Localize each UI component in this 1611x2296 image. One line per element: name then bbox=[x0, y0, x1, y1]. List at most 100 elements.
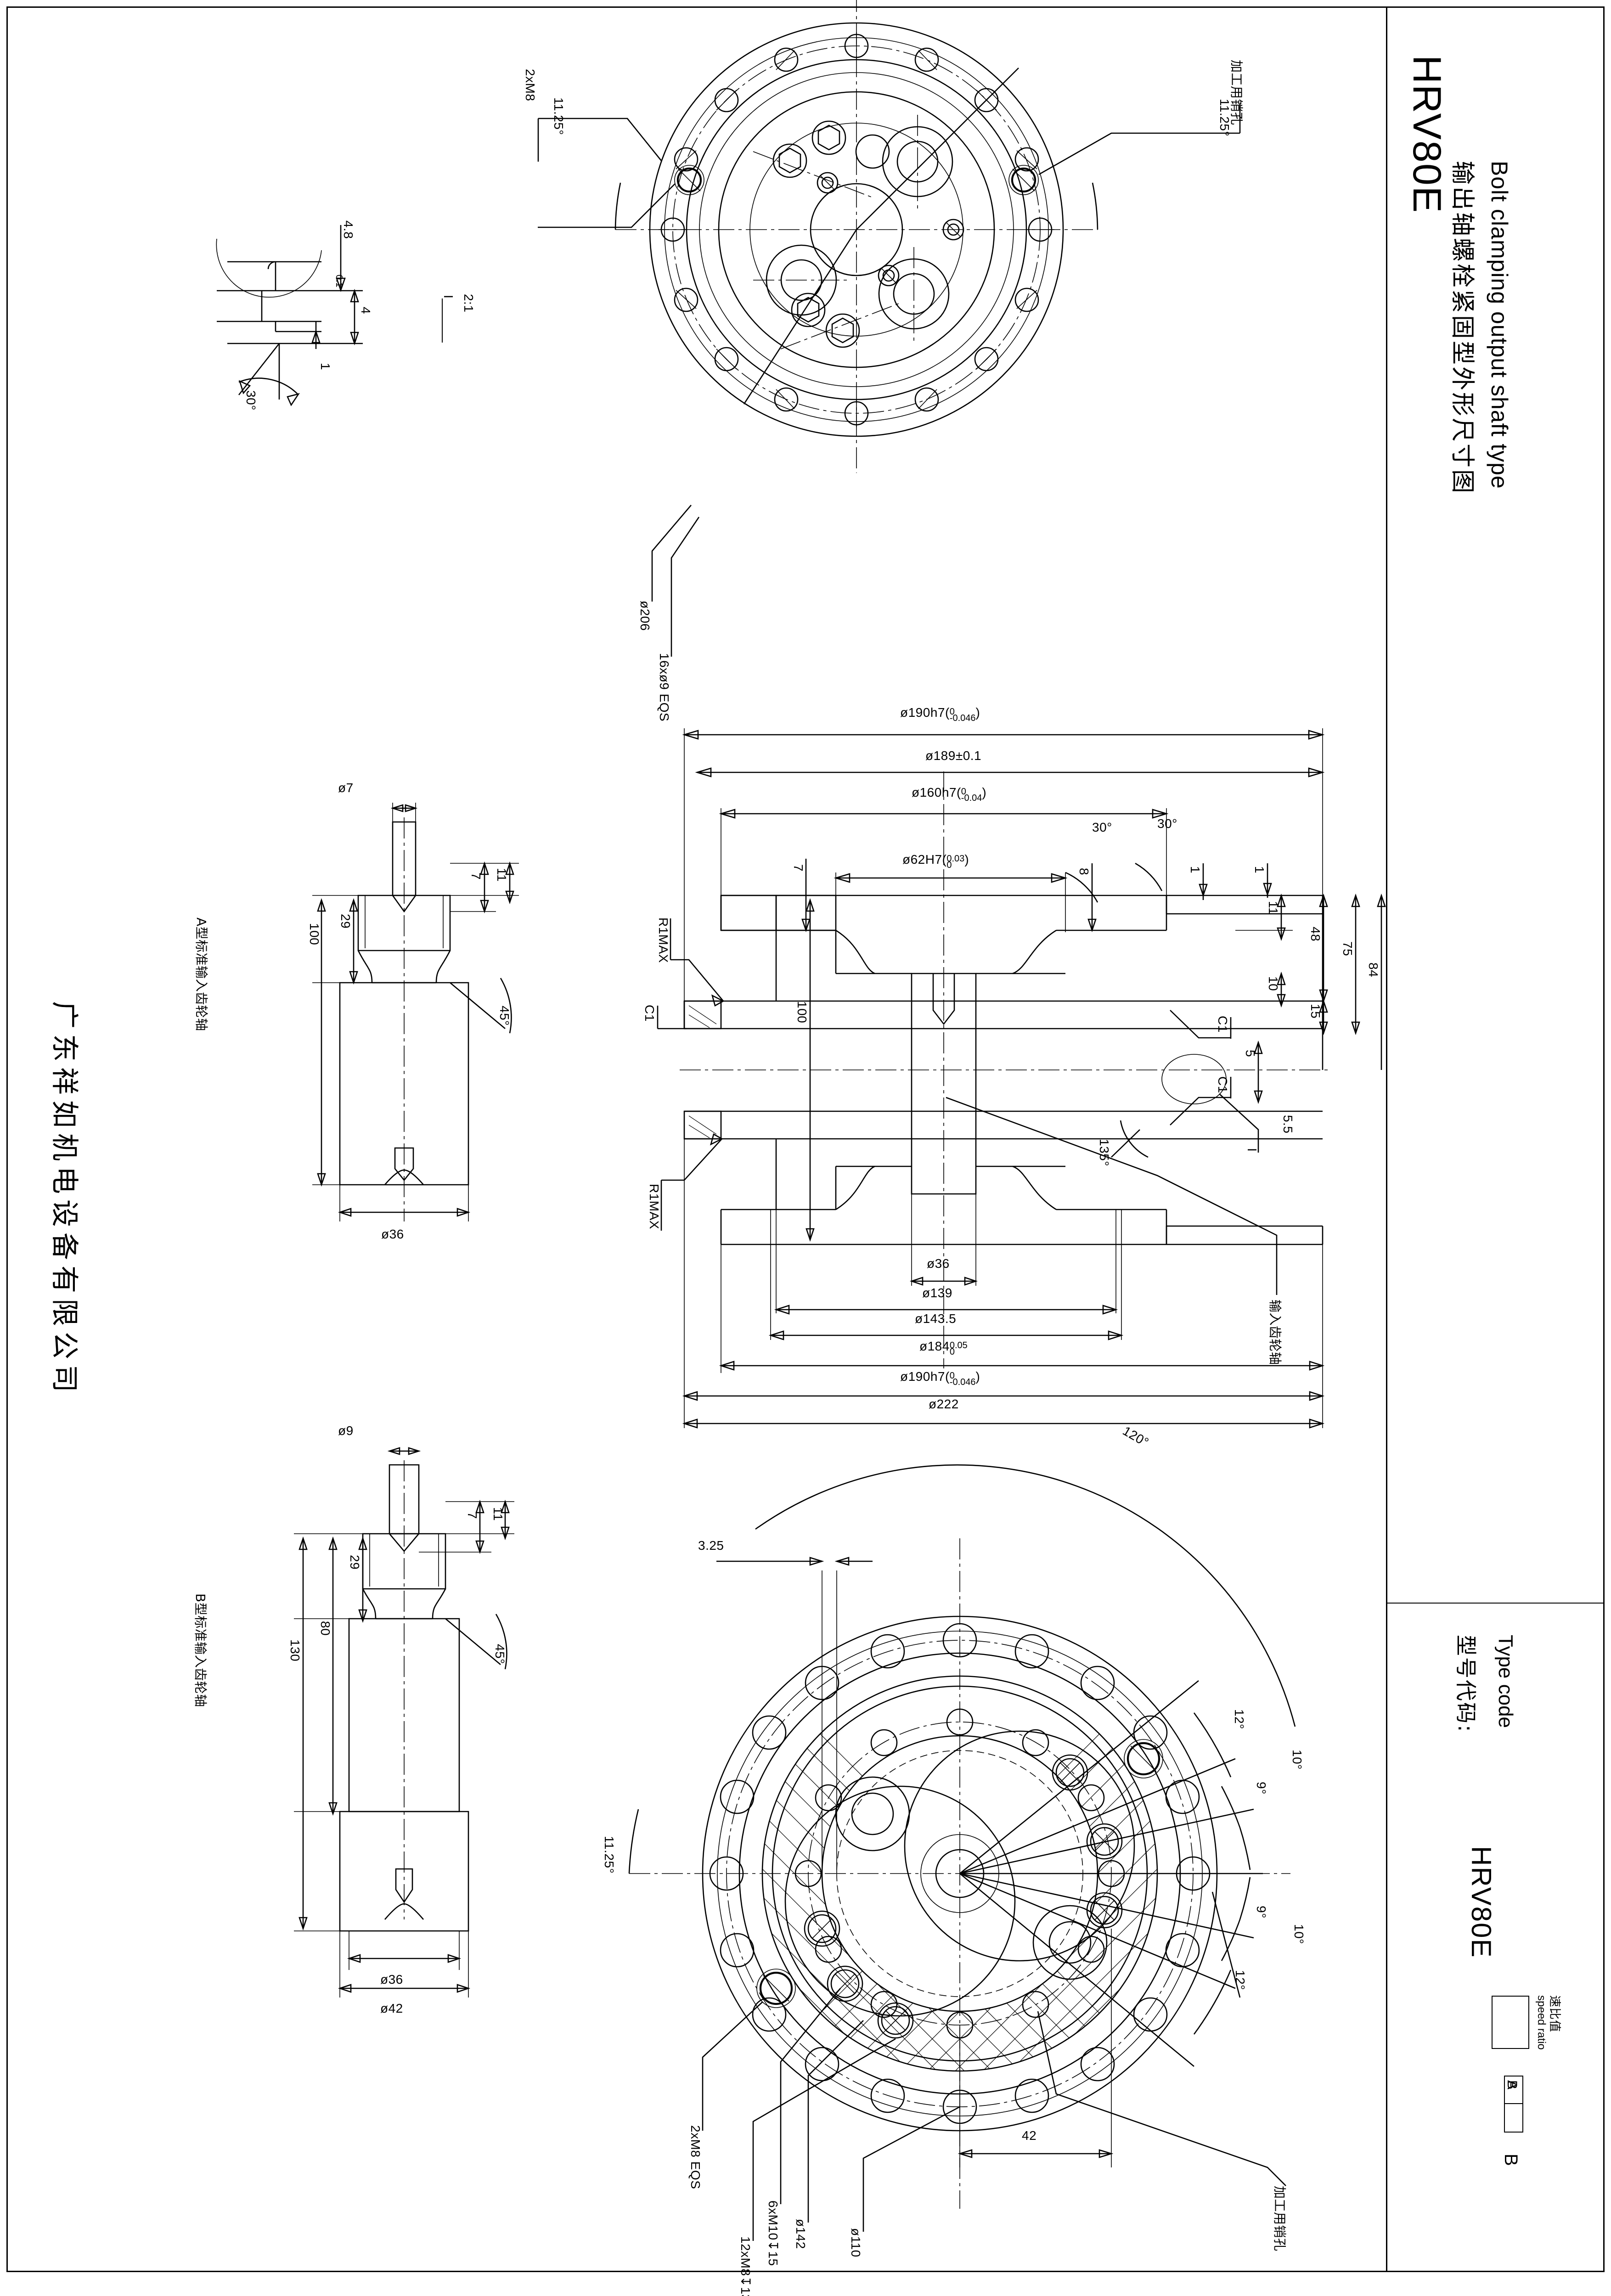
shaft-a-dim-100: 100 bbox=[307, 923, 321, 945]
shaft-b-dim-7: 7 bbox=[465, 1512, 479, 1519]
sec-dim-84: 84 bbox=[1366, 962, 1380, 978]
top-pin-hole-label: 加工用销孔 bbox=[1229, 60, 1244, 125]
sec-d160-end: ) bbox=[982, 785, 987, 799]
shaft-a-caption: A型标准输入齿轮轴 bbox=[194, 917, 209, 1031]
sec-dim-48: 48 bbox=[1308, 927, 1323, 942]
shaft-b-dia-36: ø36 bbox=[380, 1972, 403, 1986]
sec-d139: ø139 bbox=[922, 1286, 952, 1300]
shaft-b-angle-45: 45° bbox=[493, 1644, 507, 1664]
sec-detail-marker: I bbox=[1245, 1148, 1259, 1152]
sec-dim-15: 15 bbox=[1308, 1004, 1323, 1019]
top-angle-right: 11.25° bbox=[1217, 99, 1232, 137]
sec-d190-main: ø190h7( bbox=[900, 705, 950, 720]
bot-angle-10-bot: 10° bbox=[1292, 1924, 1306, 1944]
title-block-separator bbox=[1386, 1603, 1605, 1604]
bot-2xm8-label: 2xM8 EQS bbox=[688, 2125, 703, 2189]
company-name: 广东祥如机电设备有限公司 bbox=[48, 1001, 80, 1398]
shaft-b-dim-80: 80 bbox=[318, 1621, 332, 1636]
sec-dim-10: 10 bbox=[1266, 976, 1280, 991]
type-code-label-en: Type code bbox=[1494, 1635, 1517, 1728]
sec-d184-low: 0 bbox=[949, 1346, 955, 1357]
sec-d160-low: -0.04 bbox=[961, 793, 982, 803]
sec-d62-low: 0 bbox=[946, 860, 952, 870]
bot-pin-hole-label: 加工用销孔 bbox=[1272, 2186, 1287, 2251]
drawing-title-model: HRV80E bbox=[1405, 55, 1449, 214]
sec-dim-1a: 1 bbox=[1188, 866, 1202, 874]
bot-d110: ø110 bbox=[849, 2228, 863, 2257]
shaft-type-row-a[interactable]: A bbox=[1504, 2077, 1522, 2104]
sec-angle-135: 135° bbox=[1097, 1139, 1111, 1166]
drawing-title-cn: 输出轴螺栓紧固型外形尺寸图 bbox=[1448, 161, 1476, 495]
sheet-border bbox=[6, 6, 1605, 2272]
sec-d190-end: ) bbox=[975, 705, 980, 720]
sec-d190-up: 0 bbox=[949, 706, 955, 717]
sec-d184-main: ø184 bbox=[919, 1339, 950, 1353]
detail-marker: I bbox=[441, 295, 456, 299]
sec-d222: ø222 bbox=[929, 1397, 959, 1411]
bot-dim-42: 42 bbox=[1022, 2128, 1037, 2143]
shaft-a-keyway-dia: ø7 bbox=[338, 781, 354, 795]
bot-angle-12-top: 12° bbox=[1232, 1709, 1246, 1729]
shaft-b-caption: B型标准输入齿轮轴 bbox=[193, 1593, 208, 1707]
title-block-divider bbox=[1386, 6, 1605, 2272]
sec-d160: ø160h7( 0 -0.04 ) bbox=[912, 785, 986, 803]
detail-dim-1: 1 bbox=[318, 363, 332, 371]
shaft-b-keyway-dia: ø9 bbox=[338, 1424, 354, 1438]
sec-dim-5-5: 5.5 bbox=[1281, 1115, 1295, 1134]
top-dia-206: ø206 bbox=[638, 601, 652, 631]
sec-d62: ø62H7( 0.03 0 ) bbox=[902, 852, 969, 870]
detail-dim-4-8: 4.8 bbox=[341, 220, 355, 239]
sec-angle-30b: 30° bbox=[1157, 816, 1177, 831]
shaft-b-dim-11: 11 bbox=[491, 1507, 505, 1521]
sec-dim-11: 11 bbox=[1266, 901, 1280, 915]
detail-scale-ratio: 2:1 bbox=[462, 294, 476, 313]
sec-d160-up: 0 bbox=[961, 786, 966, 797]
sec-d189: ø189±0.1 bbox=[925, 748, 982, 763]
shaft-a-angle-45: 45° bbox=[497, 1006, 512, 1026]
sec-d190-top: ø190h7( 0 -0.046 ) bbox=[900, 705, 980, 723]
detail-dim-tol: 0.1 bbox=[334, 275, 344, 287]
sec-dim-5: 5 bbox=[1243, 1050, 1257, 1058]
sec-d190-bot: ø190h7( 0 -0.046 ) bbox=[900, 1369, 980, 1387]
sec-dim-8: 8 bbox=[1077, 868, 1091, 876]
bot-angle-9-bot: 9° bbox=[1254, 1906, 1268, 1919]
shaft-a-dia-36: ø36 bbox=[381, 1227, 404, 1241]
sec-dim-75: 75 bbox=[1341, 941, 1355, 957]
shaft-b-dia-42: ø42 bbox=[380, 2001, 403, 2015]
shaft-b-dim-29: 29 bbox=[348, 1555, 362, 1570]
bot-d142: ø142 bbox=[794, 2219, 808, 2249]
sec-r1max-bot: R1MAX bbox=[647, 1184, 661, 1229]
sec-d190b-end: ) bbox=[975, 1369, 980, 1384]
bot-12xm8-label: 12xM8↧13 bbox=[738, 2236, 753, 2296]
sec-dim-7: 7 bbox=[791, 864, 806, 872]
sec-c1-left: C1 bbox=[642, 1005, 657, 1022]
shaft-type-selected: B bbox=[1501, 2154, 1521, 2166]
sec-angle-30a: 30° bbox=[1092, 820, 1112, 834]
bot-6xm10-label: 6xM10↧15 bbox=[766, 2200, 780, 2266]
sec-d160-main: ø160h7( bbox=[912, 785, 961, 799]
shaft-a-dim-29: 29 bbox=[338, 914, 353, 929]
sec-d62-main: ø62H7( bbox=[902, 852, 947, 867]
sec-input-shaft-label: 输入齿轮轴 bbox=[1267, 1300, 1283, 1365]
bot-angle-12-bot: 12° bbox=[1233, 1970, 1247, 1990]
top-angle-left: 11.25° bbox=[552, 97, 566, 135]
type-code-label-cn: 型号代码: bbox=[1453, 1635, 1478, 1733]
detail-dim-30deg: 30° bbox=[244, 390, 258, 411]
bot-angle-1125: 11.25° bbox=[602, 1836, 616, 1874]
bot-angle-9-top: 9° bbox=[1254, 1782, 1268, 1795]
sec-r1max-top: R1MAX bbox=[656, 917, 670, 963]
speed-ratio-label-en: speed ratio bbox=[1535, 1995, 1548, 2050]
sec-d184-up: 0.05 bbox=[949, 1340, 968, 1351]
speed-ratio-value-box[interactable] bbox=[1492, 1996, 1529, 2049]
top-2xm8-label: 2xM8 bbox=[523, 69, 537, 101]
speed-ratio-label-cn: 速比值 bbox=[1548, 1995, 1561, 2033]
sec-dim-1b: 1 bbox=[1252, 866, 1267, 874]
sec-c1-right-top: C1 bbox=[1216, 1016, 1230, 1033]
type-code-value: HRV80E bbox=[1466, 1846, 1497, 1958]
shaft-a-dim-11: 11 bbox=[495, 868, 509, 882]
sec-d184: ø184 0.05 0 bbox=[919, 1339, 968, 1356]
drawing-title-en: Bolt clamping output shaft type bbox=[1487, 161, 1512, 489]
top-holes-16x9: 16xø9 EQS bbox=[657, 653, 671, 722]
shaft-type-row-b[interactable]: B bbox=[1504, 2080, 1522, 2132]
